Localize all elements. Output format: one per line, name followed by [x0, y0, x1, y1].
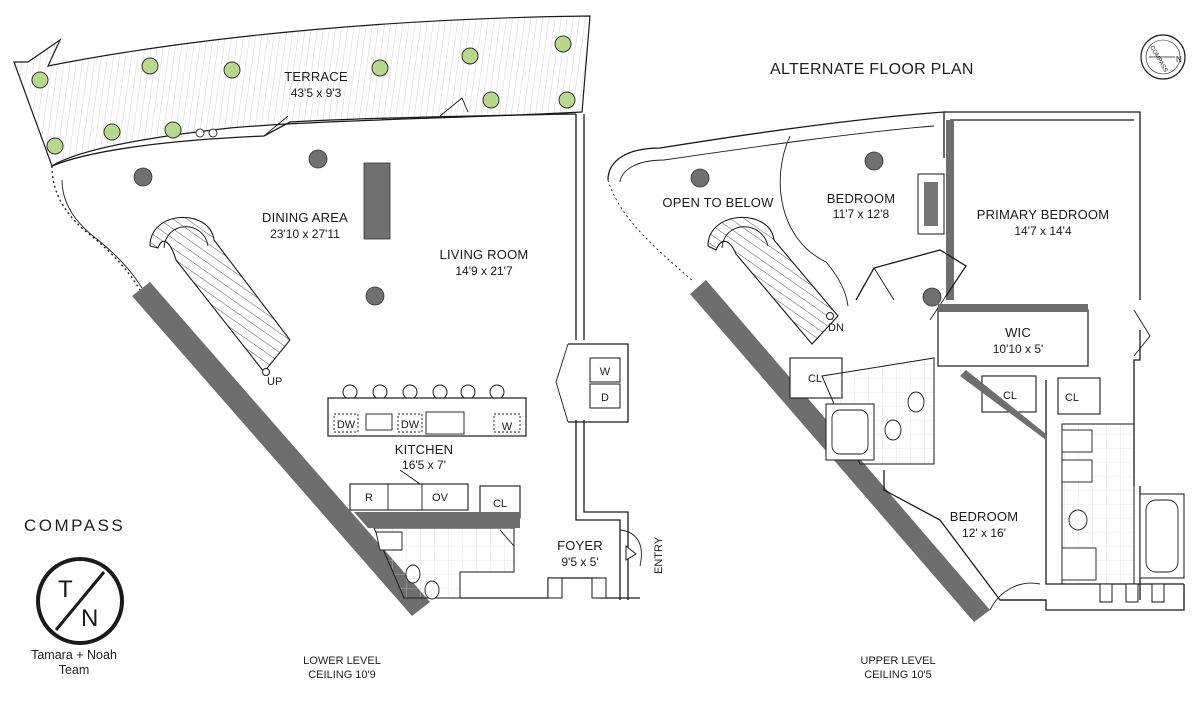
bar-stools: [342, 384, 505, 400]
wine-fridge-label: W: [502, 421, 513, 433]
kitchen-dim: 16'5 x 7': [402, 458, 446, 472]
foyer-dim: 9'5 x 5': [561, 555, 598, 569]
fireplace-column: [363, 162, 391, 240]
upper-level-title: UPPER LEVEL: [860, 655, 936, 667]
lower-level-caption: LOWER LEVEL CEILING 10'9: [292, 654, 392, 682]
monogram-n: N: [81, 605, 98, 632]
primary-bedroom-name: PRIMARY BEDROOM: [977, 207, 1110, 222]
bedroom-1-dim: 11'7 x 12'8: [833, 207, 890, 221]
compass-north: N: [1176, 55, 1182, 64]
lower-level-title: LOWER LEVEL: [303, 655, 381, 667]
team-name: Tamara + Noah Team: [26, 648, 122, 678]
living-dim: 14'9 x 21'7: [455, 264, 513, 278]
closet-label-2: CL: [1003, 390, 1017, 402]
stair-upper: [707, 216, 839, 345]
primary-bedroom-dim: 14'7 x 14'4: [1014, 224, 1072, 238]
bedroom-2-name: BEDROOM: [950, 509, 1019, 524]
upper-level-plan: [607, 111, 1185, 622]
living-name: LIVING ROOM: [440, 247, 529, 262]
wic-dim: 10'10 x 5': [993, 342, 1044, 356]
compass-wordmark: COMPASS: [24, 516, 126, 535]
dining-name: DINING AREA: [262, 210, 348, 225]
open-to-below-name: OPEN TO BELOW: [662, 195, 774, 210]
monogram-t: T: [58, 576, 73, 603]
stair-lower: [149, 216, 291, 376]
terrace-plants: [31, 35, 576, 155]
team-name-line-1: Tamara + Noah: [31, 648, 117, 662]
dishwasher-label-2: DW: [401, 419, 420, 431]
team-name-line-2: Team: [58, 663, 90, 677]
lower-level-labels: TERRACE 43'5 x 9'3 DINING AREA 23'10 x 2…: [262, 69, 665, 574]
foyer-name: FOYER: [557, 538, 603, 553]
kitchen-name: KITCHEN: [395, 442, 453, 457]
diagonal-wall: [132, 282, 430, 616]
terrace-name: TERRACE: [284, 69, 348, 84]
refrigerator-label: R: [365, 492, 373, 504]
wic-name: WIC: [1005, 325, 1031, 340]
tn-monogram-logo: T N: [36, 557, 124, 645]
upper-level-labels: OPEN TO BELOW BEDROOM 11'7 x 12'8 PRIMAR…: [662, 191, 1109, 540]
lower-level-plan: [13, 15, 642, 616]
closet-label-1: CL: [808, 373, 822, 385]
dryer-label: D: [601, 392, 609, 404]
lower-level-ceiling: CEILING 10'9: [308, 669, 376, 681]
upper-level-caption: UPPER LEVEL CEILING 10'5: [848, 654, 948, 682]
curved-facade: [51, 165, 141, 291]
stair-down-label: DN: [828, 322, 844, 334]
stair-up-label: UP: [267, 376, 282, 388]
upper-level-ceiling: CEILING 10'5: [864, 669, 932, 681]
closet-label-3: CL: [1065, 392, 1079, 404]
closet-label: CL: [493, 498, 507, 510]
terrace-railing: [51, 113, 577, 167]
terrace-dim: 43'5 x 9'3: [291, 86, 342, 100]
page-title: ALTERNATE FLOOR PLAN: [770, 61, 974, 78]
bedroom-2-dim: 12' x 16': [962, 526, 1006, 540]
entry-label: ENTRY: [653, 536, 665, 574]
compass-rose: COMPASS N: [1140, 34, 1186, 80]
oven-label: OV: [432, 492, 449, 504]
washer-label: W: [600, 366, 611, 378]
bedroom-1-name: BEDROOM: [827, 191, 896, 206]
dishwasher-label-1: DW: [337, 419, 356, 431]
dining-dim: 23'10 x 27'11: [270, 227, 340, 241]
